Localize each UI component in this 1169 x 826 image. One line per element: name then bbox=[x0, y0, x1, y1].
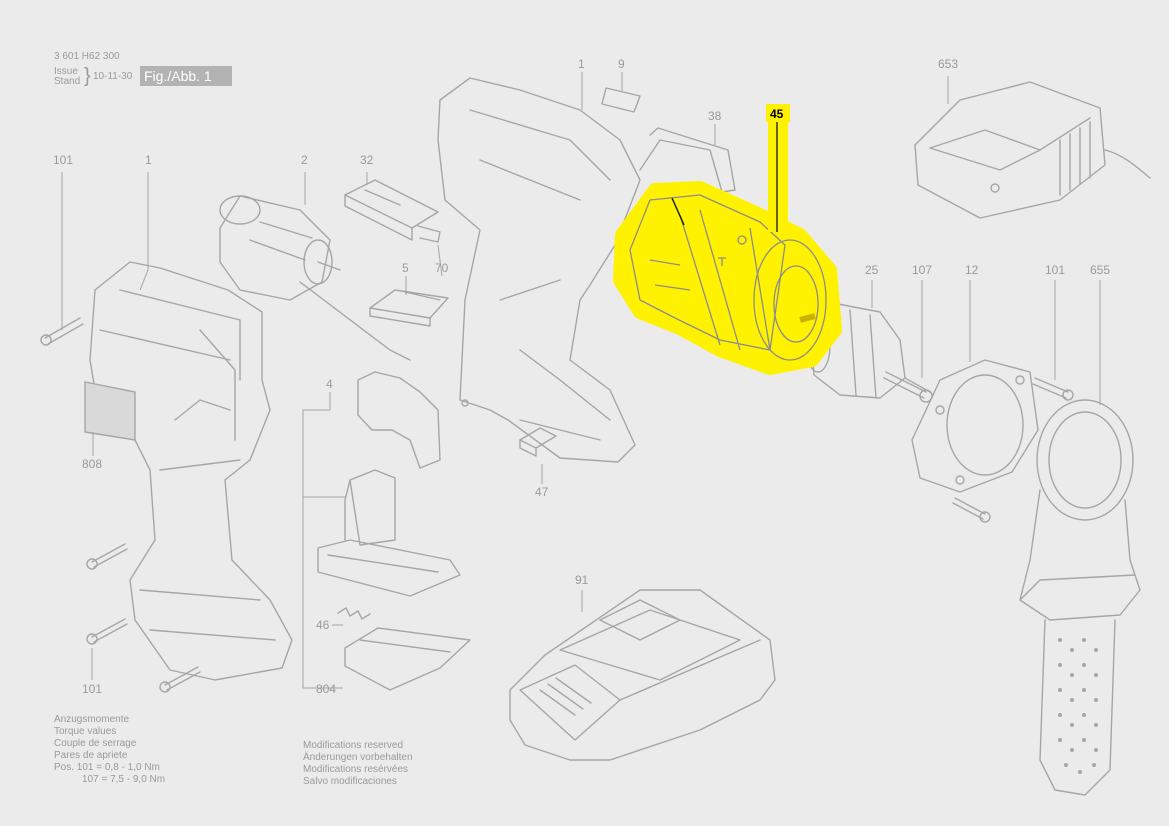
leader-lines bbox=[61, 72, 1101, 689]
charger-653-drawing bbox=[914, 81, 1151, 219]
motor-drawing bbox=[219, 195, 411, 361]
spring-46-drawing bbox=[337, 607, 371, 620]
screw-101-right-drawing bbox=[1032, 377, 1074, 401]
callout-47: 47 bbox=[535, 485, 549, 499]
callout-1-left: 1 bbox=[145, 153, 152, 167]
stand-label: Stand bbox=[54, 76, 81, 87]
callout-46: 46 bbox=[316, 618, 330, 632]
part-47-drawing bbox=[519, 427, 557, 457]
modifications-line-2: Änderungen vorbehalten bbox=[303, 752, 413, 763]
torque-line-3: Couple de serrage bbox=[54, 738, 137, 749]
electronics-4-drawing bbox=[317, 371, 461, 597]
callout-12: 12 bbox=[965, 263, 979, 277]
callout-804: 804 bbox=[316, 682, 337, 696]
modifications-line-4: Salvo modificaciones bbox=[303, 776, 397, 787]
highlight-bar-45 bbox=[768, 122, 788, 232]
housing-right-drawing bbox=[437, 77, 641, 463]
housing-left-drawing bbox=[89, 261, 293, 681]
callout-38: 38 bbox=[708, 109, 722, 123]
callout-4: 4 bbox=[326, 377, 333, 391]
part-5-drawing bbox=[369, 289, 449, 327]
torque-line-4: Pares de apriete bbox=[54, 750, 128, 761]
torque-line-6: 107 = 7,5 - 9,0 Nm bbox=[82, 774, 166, 785]
issue-label: Issue bbox=[54, 66, 78, 77]
callout-653: 653 bbox=[938, 57, 959, 71]
ring-12-drawing bbox=[911, 359, 1039, 493]
callout-70: 70 bbox=[435, 261, 449, 275]
modifications-line-3: Modifications resérvées bbox=[303, 764, 409, 775]
callout-1-top: 1 bbox=[578, 57, 585, 71]
doc-number: 3 601 H62 300 bbox=[54, 51, 120, 62]
gearbox-45-highlighted bbox=[613, 181, 842, 375]
brace-glyph: } bbox=[84, 65, 91, 87]
figure-label: Fig./Abb. 1 bbox=[140, 66, 232, 86]
callout-5: 5 bbox=[402, 261, 409, 275]
callout-101-right: 101 bbox=[1045, 263, 1066, 277]
battery-91-drawing bbox=[509, 589, 776, 761]
callout-45-highlighted: 45 bbox=[770, 107, 784, 121]
callout-101-left: 101 bbox=[53, 153, 74, 167]
callout-25: 25 bbox=[865, 263, 879, 277]
clip-38-drawing bbox=[639, 127, 736, 193]
callout-101-bottom: 101 bbox=[82, 682, 103, 696]
switch-32-drawing bbox=[344, 179, 441, 243]
label-808-drawing bbox=[84, 381, 136, 441]
plate-804-drawing bbox=[344, 627, 471, 691]
screw-101-lower-2-drawing bbox=[86, 618, 128, 645]
callout-107: 107 bbox=[912, 263, 933, 277]
screw-101-lower-3-drawing bbox=[159, 666, 201, 693]
torque-line-5: Pos. 101 = 0,8 - 1,0 Nm bbox=[54, 762, 160, 773]
handle-grip-texture bbox=[1058, 638, 1098, 774]
aux-handle-655-drawing bbox=[1019, 399, 1141, 796]
callout-2: 2 bbox=[301, 153, 308, 167]
callout-655: 655 bbox=[1090, 263, 1111, 277]
issue-date: 10-11-30 bbox=[93, 71, 133, 82]
torque-line-1: Anzugsmomente bbox=[54, 714, 130, 725]
torque-line-2: Torque values bbox=[54, 726, 117, 737]
modifications-line-1: Modifications reserved bbox=[303, 740, 404, 751]
screw-101-lower-1-drawing bbox=[86, 543, 128, 570]
screw-101-lower-right-drawing bbox=[952, 497, 991, 523]
screw-107-drawing bbox=[883, 371, 933, 403]
callout-91: 91 bbox=[575, 573, 589, 587]
callout-9: 9 bbox=[618, 57, 625, 71]
callout-808: 808 bbox=[82, 457, 103, 471]
callout-32: 32 bbox=[360, 153, 374, 167]
label-9-drawing bbox=[601, 87, 641, 113]
highlight-tag-45 bbox=[766, 104, 790, 122]
